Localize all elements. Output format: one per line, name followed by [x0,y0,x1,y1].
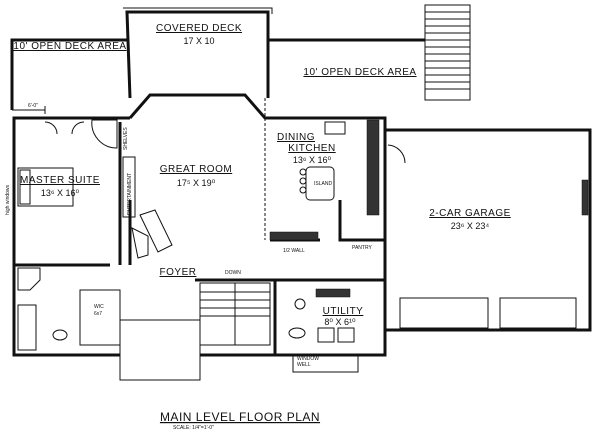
covered-deck: COVERED DECK 17 X 10 [123,7,273,99]
half-wall-label: 1/2 WALL [283,248,305,254]
utility: UTILITY 8⁰ X 6¹⁰ [288,288,364,343]
plan-title: MAIN LEVEL FLOOR PLAN [160,410,320,424]
entry-porch [119,319,201,381]
entertainment-label: ENTERTAINMENT [127,173,133,215]
open-deck-right-label: 10' OPEN DECK AREA [303,67,416,78]
utility-label: UTILITY [323,306,364,317]
down-label: DOWN [225,270,241,276]
pantry-label: PANTRY [352,245,372,251]
garage-label: 2-CAR GARAGE [429,208,511,219]
great-room-size: 17⁵ X 19⁰ [177,178,216,188]
entertainment-unit [122,156,136,218]
island-label: ISLAND [314,181,332,187]
garage: 2-CAR GARAGE 23⁶ X 23⁴ [385,128,592,332]
shelves-label: SHELVES [123,127,129,150]
window-well-label-1: WINDOW [297,356,319,362]
master-suite-size: 13⁶ X 16⁰ [41,188,80,198]
great-room-label: GREAT ROOM [160,164,232,175]
master-suite-label: MASTER SUITE [20,175,100,186]
interior-stairs: DOWN [199,270,271,346]
plan-scale: SCALE: 1/4"=1'-0" [173,425,214,431]
kitchen-size: 13⁶ X 16⁰ [293,155,332,165]
open-deck-right: 10' OPEN DECK AREA [268,4,471,101]
utility-size: 8⁰ X 6¹⁰ [324,317,356,327]
foyer-label: FOYER [160,267,197,278]
dimension-label: 6'-0" [28,103,38,109]
kitchen-label: KITCHEN [288,143,335,154]
open-deck-left-label: 10' OPEN DECK AREA [13,41,126,52]
kitchen: KITCHEN 13⁶ X 16⁰ ISLAND PANTRY [288,119,380,251]
spiral-stair [91,119,118,149]
wic-label: WIC [94,304,104,310]
great-room: GREAT ROOM 17⁵ X 19⁰ 1/2 WALL [131,164,305,259]
high-windows-label: high windows [5,184,11,215]
exterior-stairs [424,4,471,101]
master-suite: MASTER SUITE 13⁶ X 16⁰ high windows [5,121,100,215]
wic-size: 6x7 [94,311,102,317]
covered-deck-size: 17 X 10 [183,36,214,46]
house-walls [12,93,387,357]
window-well-label-2: WELL [297,362,311,368]
covered-deck-label: COVERED DECK [156,23,242,34]
master-bath: WIC 6x7 [17,267,121,351]
fireplace [131,209,173,259]
open-deck-left: 10' OPEN DECK AREA 6'-0" [10,38,127,114]
garage-size: 23⁶ X 23⁴ [451,221,490,231]
window-well: WINDOW WELL [292,355,359,373]
dining-label: DINING [277,132,315,143]
